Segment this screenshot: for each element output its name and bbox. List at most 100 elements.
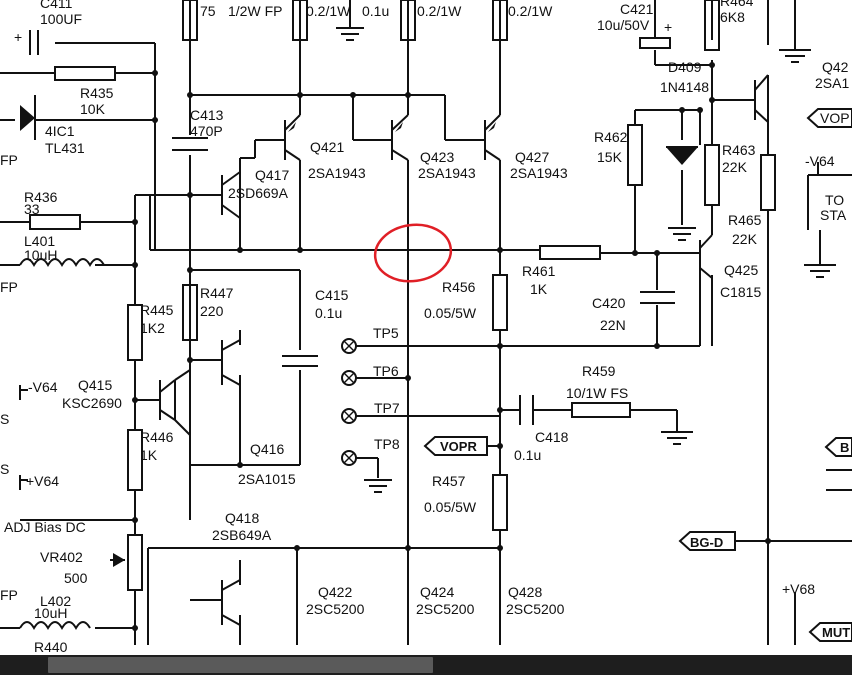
label-d409v: 1N4148	[660, 79, 709, 95]
bgd-tag	[678, 531, 736, 551]
label-c415v: 0.1u	[315, 305, 342, 321]
capacitor-c415	[282, 355, 318, 367]
label-c415: C415	[315, 287, 349, 303]
label-q424: Q424	[420, 584, 454, 600]
label-r464: R464	[720, 0, 754, 9]
schematic-viewer[interactable]: C411 100UF + 75 1/2W FP 0.2/1W 0.1u 0.2/…	[0, 0, 852, 655]
resistor-top-3	[400, 0, 416, 41]
label-c421: C421	[620, 1, 654, 17]
label-r-top4w: 0.2/1W	[508, 3, 553, 19]
label-q421: Q421	[310, 139, 344, 155]
label-q417: Q417	[255, 167, 289, 183]
label-r459: R459	[582, 363, 616, 379]
label-adj: ADJ Bias DC	[4, 519, 86, 535]
label-vopr: VOPR	[440, 439, 477, 454]
label-r447: R447	[200, 285, 234, 301]
label-r462v: 15K	[597, 149, 623, 165]
horizontal-scrollbar[interactable]	[0, 655, 852, 675]
transistor-q427	[484, 114, 501, 161]
label-q422v: 2SC5200	[306, 601, 365, 617]
label-q418v: 2SB649A	[212, 527, 272, 543]
label-l402: L402	[40, 593, 71, 609]
resistor-r456	[492, 274, 508, 331]
label-d409: D409	[668, 59, 702, 75]
label-tp8: TP8	[374, 436, 400, 452]
label-q42x: Q42	[822, 59, 849, 75]
amplifier-schematic: C411 100UF + 75 1/2W FP 0.2/1W 0.1u 0.2/…	[0, 0, 852, 655]
label-q422: Q422	[318, 584, 352, 600]
label-r435v: 10K	[80, 101, 106, 117]
label-c411: C411	[40, 0, 73, 11]
label-l402v: 10uH	[34, 605, 67, 621]
label-r465v: 22K	[732, 231, 758, 247]
label-r447v: 220	[200, 303, 224, 319]
resistor-r459	[571, 402, 631, 418]
label-r456: R456	[442, 279, 476, 295]
label-sta-r: STA	[820, 207, 847, 223]
test-point-tp8	[341, 450, 357, 466]
label-r436v: 33	[24, 201, 40, 217]
label-plus-c411: +	[14, 29, 22, 45]
label-s1: S	[0, 411, 9, 427]
resistor-top-4	[492, 0, 508, 41]
inductor-l401	[19, 258, 105, 267]
label-q415: Q415	[78, 377, 112, 393]
resistor-r447	[182, 284, 198, 341]
label-r446: R446	[140, 429, 174, 445]
components	[0, 0, 852, 642]
component-labels: C411 100UF + 75 1/2W FP 0.2/1W 0.1u 0.2/…	[0, 0, 850, 655]
transistor-q421	[284, 114, 301, 161]
label-r435: R435	[80, 85, 114, 101]
label-r440: R440	[34, 639, 68, 655]
label-r-top2w: 0.2/1W	[306, 3, 351, 19]
label-q42xv: 2SA1	[815, 75, 849, 91]
label-vr402v: 500	[64, 570, 88, 586]
label-c411v: 100UF	[40, 11, 82, 27]
label-r463: R463	[722, 142, 756, 158]
label-c418v: 0.1u	[514, 447, 541, 463]
label-r457v: 0.05/5W	[424, 499, 477, 515]
resistor-r436	[29, 214, 81, 230]
scrollbar-thumb[interactable]	[48, 657, 433, 673]
label-q415v: KSC2690	[62, 395, 122, 411]
label-r464v: 6K8	[720, 9, 745, 25]
label-q425v: C1815	[720, 284, 761, 300]
highlight-circle	[373, 223, 453, 283]
resistor-r463	[704, 144, 720, 206]
label-tp5: TP5	[373, 325, 399, 341]
label-q421v: 2SA1943	[308, 165, 366, 181]
vop-right-tag	[806, 108, 852, 128]
label-c413: C413	[190, 107, 224, 123]
label-v64l: -V64	[28, 379, 58, 395]
label-to-r: TO	[825, 192, 844, 208]
test-point-tp7	[341, 408, 357, 424]
zener-4ic1	[0, 95, 36, 140]
label-bgd: BG-D	[690, 535, 723, 550]
label-r461: R461	[522, 263, 556, 279]
label-q428v: 2SC5200	[506, 601, 565, 617]
label-q418: Q418	[225, 510, 259, 526]
label-r463v: 22K	[722, 159, 748, 175]
resistor-r435	[54, 66, 116, 81]
label-v68: +V68	[782, 581, 815, 597]
label-r436: R436	[24, 189, 58, 205]
label-r465: R465	[728, 212, 762, 228]
resistor-r445	[127, 304, 143, 361]
label-q428: Q428	[508, 584, 542, 600]
label-q427: Q427	[515, 149, 549, 165]
label-c418: C418	[535, 429, 569, 445]
label-r459v: 10/1W FS	[566, 385, 628, 401]
label-ic1v: TL431	[45, 140, 85, 156]
label-ic1: 4IC1	[45, 123, 75, 139]
transistor-q418	[221, 579, 241, 626]
label-fp3: FP	[0, 587, 18, 603]
transistor-q42x	[754, 74, 769, 123]
label-r462: R462	[594, 129, 628, 145]
label-v64p: +V64	[26, 473, 59, 489]
diode-d409	[666, 146, 698, 165]
label-r456v: 0.05/5W	[424, 305, 477, 321]
resistor-r464	[704, 0, 720, 51]
resistor-r446	[127, 429, 143, 491]
label-c420: C420	[592, 295, 626, 311]
label-r-top1: 75	[200, 3, 216, 19]
